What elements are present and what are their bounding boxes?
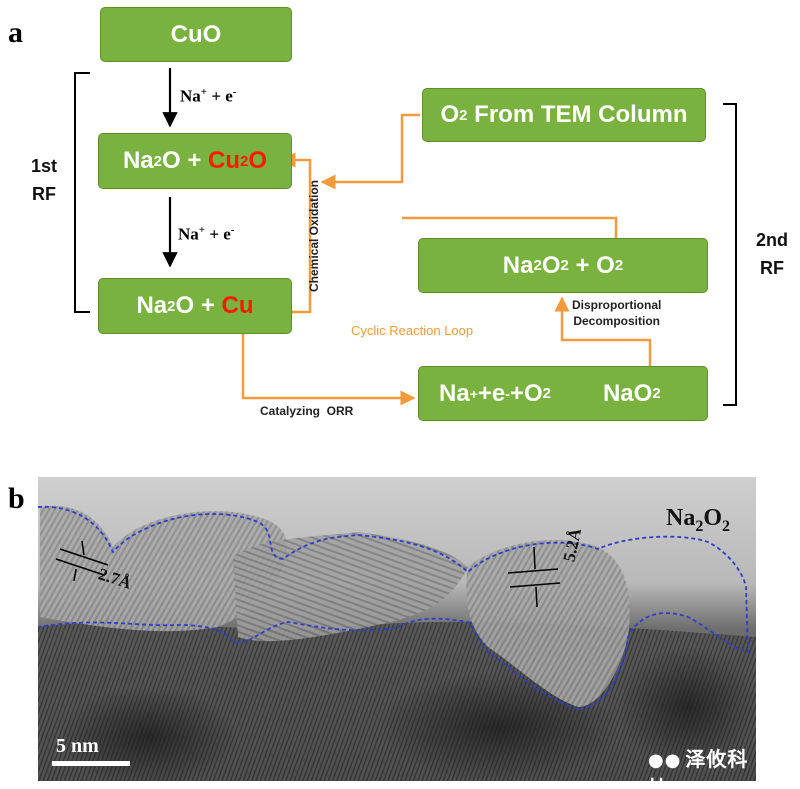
tem-micrograph: Na2O2 2.7Å 5.2Å 5 nm ●●泽攸科技 bbox=[38, 477, 756, 781]
arrow-o2-return bbox=[402, 216, 618, 238]
label-catalyzing-orr: Catalyzing ORR bbox=[260, 404, 354, 418]
spacing-marker-right bbox=[507, 568, 559, 574]
scale-bar bbox=[52, 761, 130, 766]
phase-label-na2o2: Na2O2 bbox=[666, 505, 731, 535]
panel-label-b: b bbox=[8, 482, 25, 515]
wechat-icon: ●● bbox=[648, 750, 682, 771]
arrow-disproportional bbox=[554, 296, 652, 366]
panel-label-a: a bbox=[8, 16, 23, 49]
bracket-second bbox=[723, 103, 737, 406]
ion-label-second: Na+ + e- bbox=[178, 224, 235, 244]
spacing-marker-left bbox=[59, 548, 109, 566]
particle-outline bbox=[38, 505, 749, 710]
label-chemical-oxidation: Chemical Oxidation bbox=[307, 179, 321, 293]
watermark-text: ●●泽攸科技 bbox=[648, 747, 749, 781]
arrow-o2-feed bbox=[320, 113, 420, 190]
label-cyclic-loop: Cyclic Reaction Loop bbox=[351, 323, 474, 338]
tem-image bbox=[38, 477, 756, 781]
arrow-catalyzing-orr bbox=[241, 312, 416, 406]
box-cuo: CuO bbox=[100, 7, 292, 62]
scale-bar-label: 5 nm bbox=[56, 735, 99, 757]
ion-label-first: Na+ + e- bbox=[180, 86, 237, 106]
bracket-first bbox=[74, 72, 90, 313]
